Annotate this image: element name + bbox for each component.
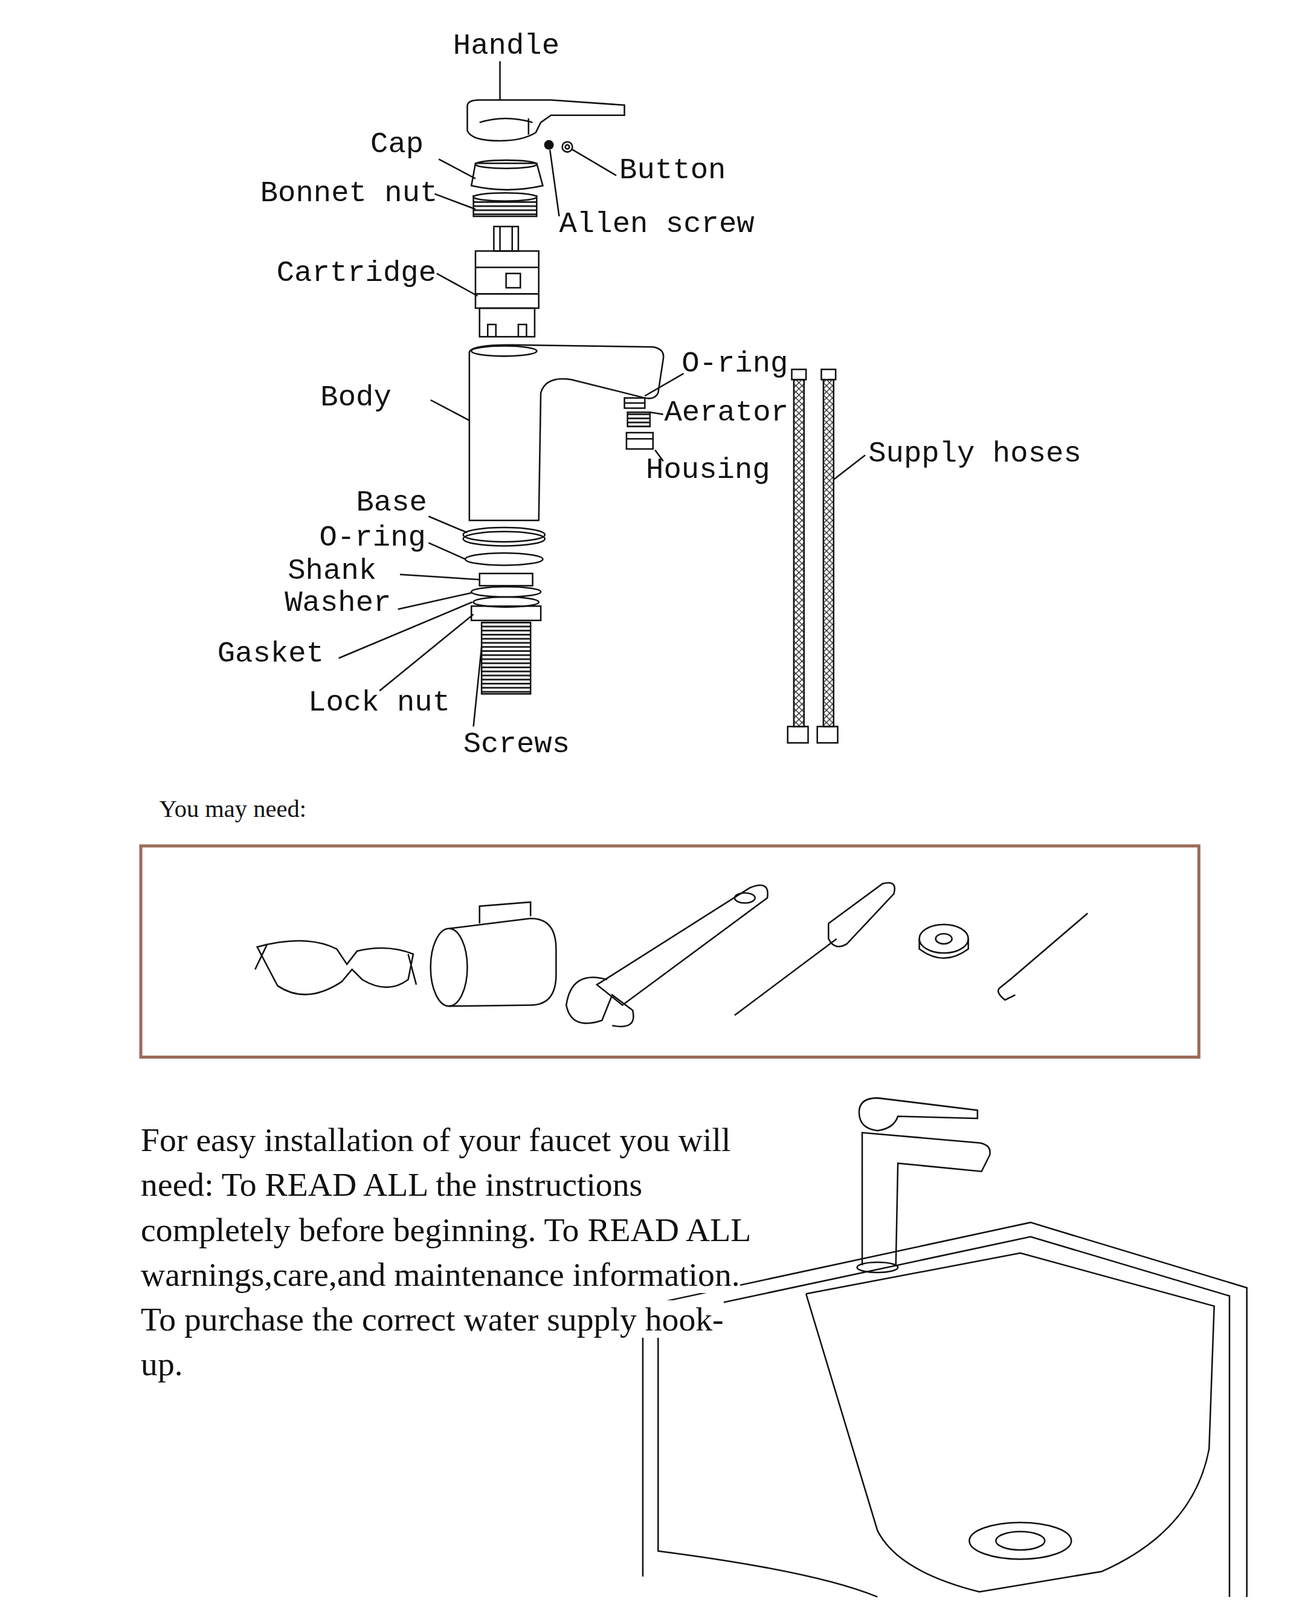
- instruction-paragraph: For easy installation of your faucet you…: [140, 1120, 751, 1383]
- part-label: Bonnet nut: [260, 178, 439, 209]
- part-label: Aerator: [663, 398, 789, 428]
- part-label: Allen screw: [558, 209, 754, 240]
- part-label: Supply hoses: [868, 439, 1082, 469]
- part-label: Cap: [370, 129, 424, 160]
- section-note: You may need:: [158, 796, 306, 822]
- part-label: Washer: [284, 588, 391, 619]
- part-label: O-ring: [319, 523, 426, 553]
- part-label: Shank: [287, 556, 377, 587]
- part-label: Body: [320, 383, 392, 413]
- part-label: O-ring: [681, 349, 788, 379]
- part-label: Gasket: [217, 639, 324, 669]
- part-label: Cartridge: [276, 258, 437, 289]
- instruction-text: For easy installation of your faucet you…: [140, 1117, 759, 1386]
- part-label: Handle: [453, 31, 560, 62]
- part-label: Lock nut: [308, 688, 451, 718]
- part-label: Base: [355, 488, 428, 518]
- part-label: Housing: [645, 455, 771, 486]
- part-label: Button: [619, 155, 726, 186]
- part-label: Screws: [463, 729, 570, 760]
